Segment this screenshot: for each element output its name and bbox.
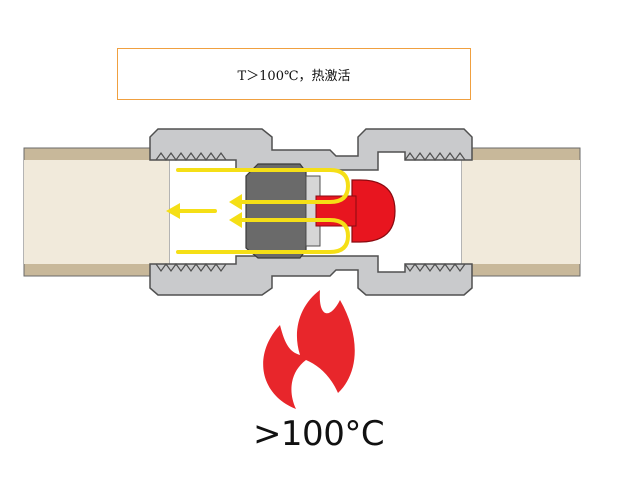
- left-pipe: [23, 147, 170, 277]
- flame-icon: [263, 290, 355, 409]
- right-pipe: [461, 147, 581, 277]
- flow-arrow-icon: [166, 168, 351, 254]
- temperature-label: >100°C: [252, 414, 385, 454]
- caption-box: T＞100℃，热激活: [117, 48, 471, 100]
- plunger: [245, 163, 321, 259]
- fitting-body: [149, 128, 473, 296]
- caption-text: T＞100℃，热激活: [237, 68, 351, 84]
